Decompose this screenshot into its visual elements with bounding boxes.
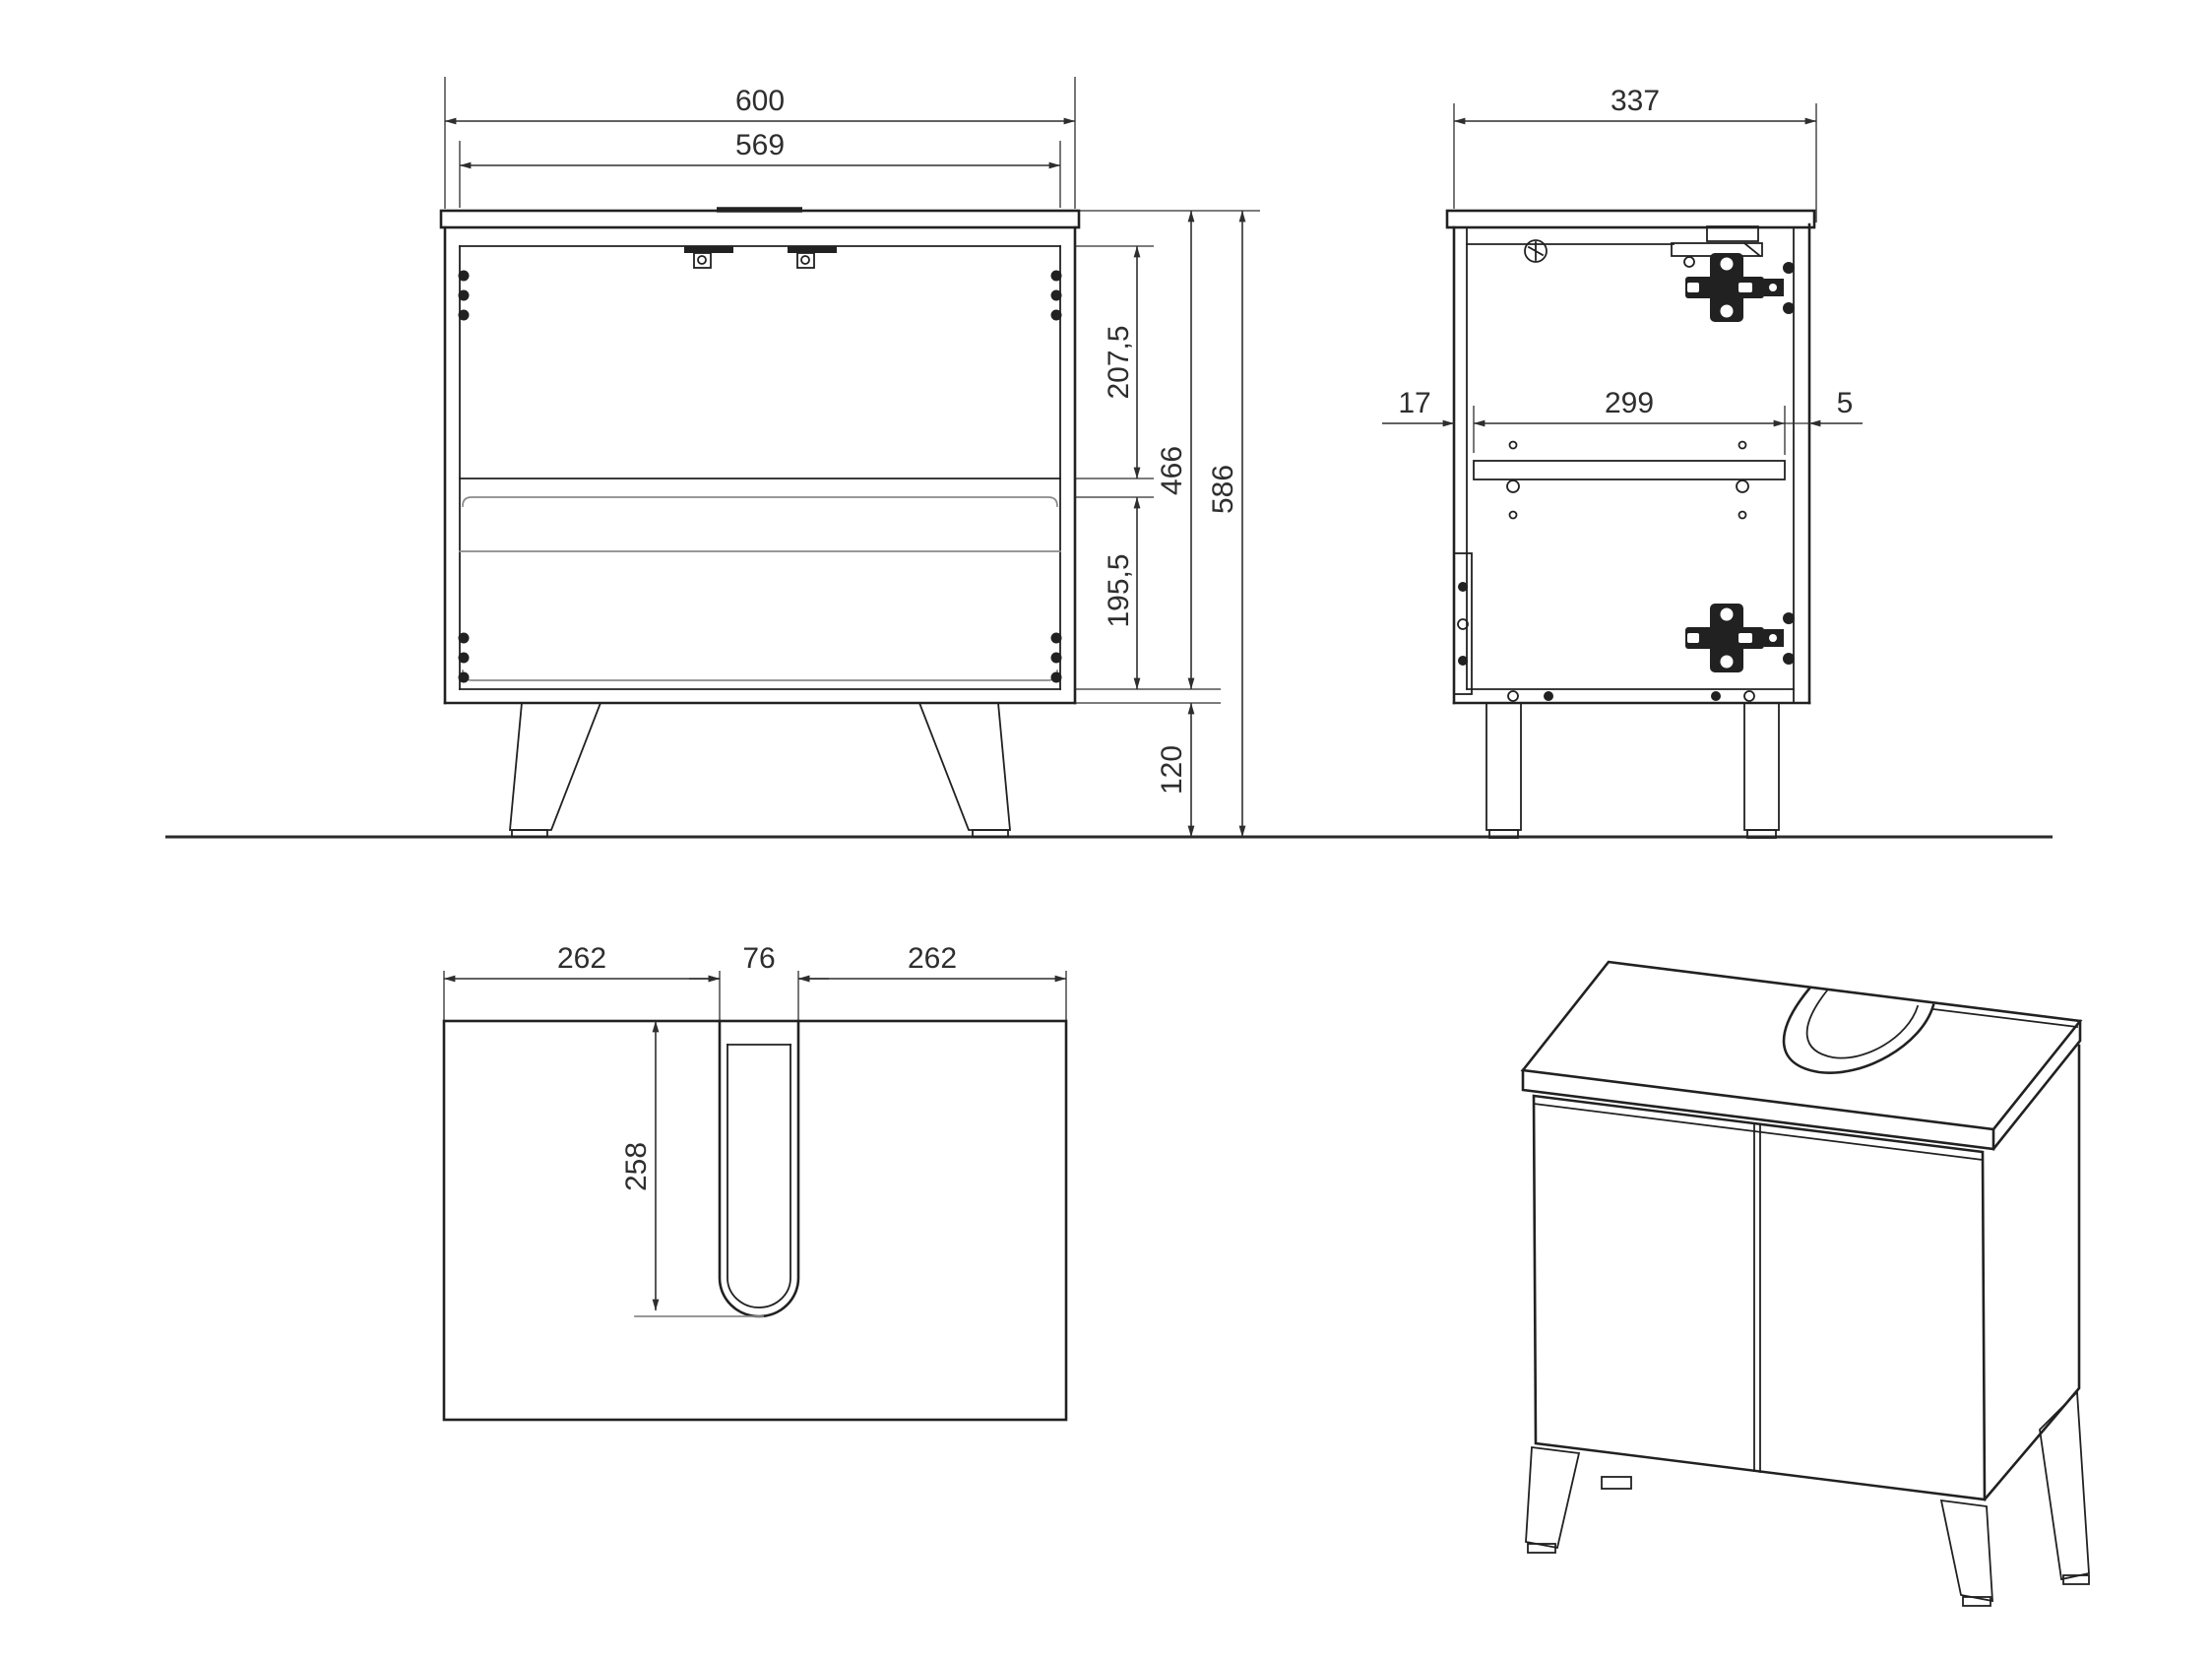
- side-dim-front-gap-label: 5: [1837, 387, 1854, 419]
- front-dim-total-height: 586: [1207, 210, 1246, 838]
- front-mounting-clip-left: [684, 246, 733, 269]
- front-dim-leg-height: 120: [1156, 702, 1195, 838]
- front-view: 600 569: [439, 77, 1260, 838]
- iso-floor-glide: [1601, 1476, 1632, 1490]
- front-dim-inner-width-label: 569: [735, 129, 785, 161]
- side-dim-rail-length: 299: [1473, 387, 1786, 455]
- side-top-panel: [1445, 209, 1816, 229]
- front-dim-upper-section-label: 207,5: [1103, 325, 1135, 399]
- side-cam-screw: [1524, 239, 1548, 263]
- front-dim-body-height-label: 466: [1156, 446, 1188, 495]
- top-dim-right-section: 262: [797, 942, 1067, 983]
- iso-leg-back-right: [2039, 1389, 2090, 1585]
- side-dim-back-inset: 17: [1382, 387, 1455, 427]
- side-leg-back: [1485, 702, 1522, 839]
- front-dim-inner-width: 569: [459, 129, 1061, 208]
- side-dim-back-inset-label: 17: [1398, 387, 1430, 419]
- front-dim-lower-section-label: 195,5: [1103, 553, 1135, 627]
- side-shelf-rail: [1473, 440, 1786, 520]
- top-view: 262 76 262 258: [442, 942, 1068, 1422]
- front-dim-width-label: 600: [735, 85, 785, 117]
- top-dim-cutout-width: 76: [689, 942, 829, 983]
- side-leg-front: [1743, 702, 1780, 839]
- front-dim-lower-section: 195,5: [1103, 496, 1141, 690]
- front-dim-leg-height-label: 120: [1156, 745, 1188, 795]
- front-back-opening-top: [462, 496, 1058, 507]
- iso-leg-front-left: [1525, 1445, 1581, 1554]
- side-dim-depth-label: 337: [1611, 85, 1660, 117]
- front-dim-total-height-label: 586: [1207, 465, 1239, 514]
- front-dim-extensions: [1075, 210, 1260, 704]
- front-leg-left: [509, 702, 602, 838]
- side-dim-front-gap: 5: [1785, 387, 1863, 427]
- front-back-opening-bottom: [462, 670, 1058, 681]
- top-dim-left-section: 262: [443, 942, 721, 983]
- top-sink-cutout: [718, 1019, 800, 1318]
- top-dim-left-section-label: 262: [557, 942, 606, 975]
- top-dim-cutout-depth-label: 258: [620, 1142, 653, 1191]
- front-dim-body-height: 466: [1156, 210, 1195, 690]
- top-dim-cutout-width-label: 76: [742, 942, 775, 975]
- side-view: 337: [1382, 85, 1863, 839]
- top-panel-outline: [442, 1019, 1068, 1422]
- iso-side-panel: [1983, 1044, 2081, 1501]
- side-dim-rail-length-label: 299: [1605, 387, 1654, 419]
- front-dim-upper-section: 207,5: [1103, 245, 1141, 479]
- side-hinge-top: [1685, 253, 1795, 322]
- iso-front-face: [1532, 1094, 1987, 1501]
- front-hinge-mark-bottom-left: [458, 632, 470, 683]
- side-hinge-bottom: [1685, 604, 1795, 672]
- iso-top-panel: [1520, 960, 2083, 1151]
- front-hinge-mark-top-right: [1050, 270, 1062, 321]
- top-dim-right-section-label: 262: [908, 942, 957, 975]
- side-back-strip: [1453, 552, 1473, 695]
- side-bottom-holes: [1507, 690, 1755, 702]
- top-dim-cutout-depth: 258: [620, 1020, 764, 1317]
- iso-view: [1520, 960, 2090, 1607]
- side-dim-depth: 337: [1453, 85, 1817, 223]
- front-hinge-mark-bottom-right: [1050, 632, 1062, 683]
- front-dim-width: 600: [444, 77, 1076, 209]
- iso-sink-cutout: [1782, 987, 2079, 1075]
- front-leg-right: [917, 702, 1011, 838]
- front-top-panel: [439, 209, 1081, 229]
- iso-leg-front-right: [1939, 1499, 1993, 1607]
- front-hinge-mark-top-left: [458, 270, 470, 321]
- front-mounting-clip-right: [788, 246, 837, 269]
